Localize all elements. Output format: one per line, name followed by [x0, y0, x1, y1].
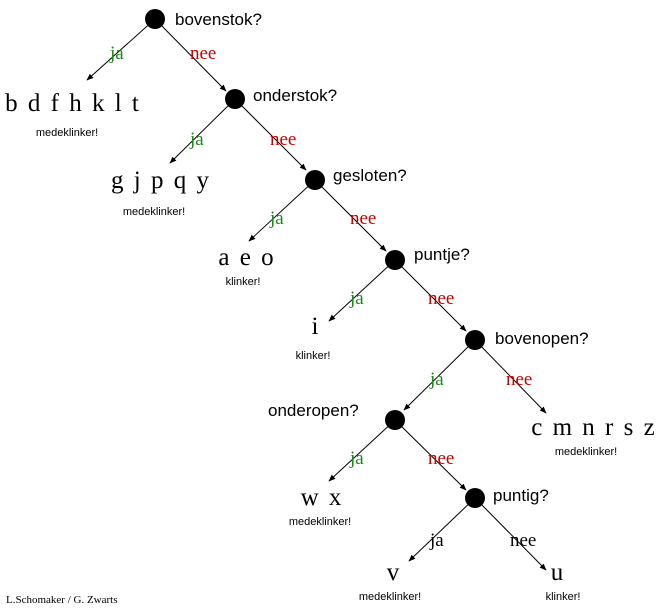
node-dot [225, 89, 245, 109]
leaf-letters: w x [301, 484, 344, 511]
edge-label-nee: nee [428, 288, 454, 309]
edge-n4-ja [328, 259, 396, 322]
edge-n2-nee [234, 98, 307, 171]
edge-n1-nee [154, 18, 227, 92]
question-bovenstok: bovenstok? [175, 10, 262, 29]
edge-label-ja: ja [189, 129, 204, 150]
leaf-category: medeklinker! [289, 516, 351, 528]
edge-n5-nee [474, 339, 547, 414]
leaf-letters: b d f h k l t [5, 90, 141, 117]
edge-label-ja: ja [349, 448, 364, 469]
edge-label-nee: nee [270, 129, 296, 150]
question-gesloten: gesloten? [333, 166, 407, 185]
leaf-letters: i [312, 313, 321, 340]
edge-label-nee: nee [506, 369, 532, 390]
leaf-letters: a e o [218, 244, 275, 271]
leaf-category: medeklinker! [359, 591, 421, 603]
leaf-category: klinker! [296, 350, 331, 362]
question-puntje: puntje? [414, 245, 470, 264]
leaf-category: medeklinker! [36, 127, 98, 139]
edge-label-ja: ja [349, 288, 364, 309]
edge-n6-nee [394, 419, 467, 491]
edge-label-ja: ja [429, 530, 444, 551]
edge-n3-nee [314, 179, 387, 252]
leaf-category: medeklinker! [555, 446, 617, 458]
node-dot [465, 330, 485, 350]
node-dot [385, 410, 405, 430]
node-dot [305, 170, 325, 190]
edge-label-ja: ja [109, 43, 124, 64]
edge-n6-ja [328, 419, 396, 482]
question-onderopen: onderopen? [268, 401, 359, 420]
leaf-letters: c m n r s z [531, 414, 656, 441]
node-dot [465, 488, 485, 508]
node-dot [145, 9, 165, 29]
leaf-category: klinker! [226, 276, 261, 288]
edge-n4-nee [394, 259, 467, 332]
leaf-letters: v [387, 559, 402, 586]
edge-n2-ja [169, 98, 236, 164]
question-onderstok: onderstok? [253, 86, 337, 105]
edge-n7-ja [408, 497, 476, 562]
question-puntig: puntig? [493, 486, 549, 505]
leaf-category: medeklinker! [123, 206, 185, 218]
edge-n1-ja [86, 18, 156, 81]
node-dot [385, 250, 405, 270]
leaf-letters: g j p q y [111, 167, 211, 194]
edge-n7-nee [474, 497, 547, 571]
edge-label-ja: ja [429, 369, 444, 390]
edge-label-ja: ja [269, 208, 284, 229]
edge-n3-ja [248, 179, 316, 242]
author-credit: L.Schomaker / G. Zwarts [6, 594, 118, 606]
edge-label-nee: nee [190, 43, 216, 64]
edge-label-nee: nee [510, 530, 536, 551]
leaf-letters: u [551, 559, 566, 586]
leaf-category: klinker! [546, 591, 581, 603]
edge-n5-ja [403, 339, 476, 411]
question-bovenopen: bovenopen? [495, 329, 589, 348]
edge-label-nee: nee [428, 448, 454, 469]
edge-label-nee: nee [350, 208, 376, 229]
